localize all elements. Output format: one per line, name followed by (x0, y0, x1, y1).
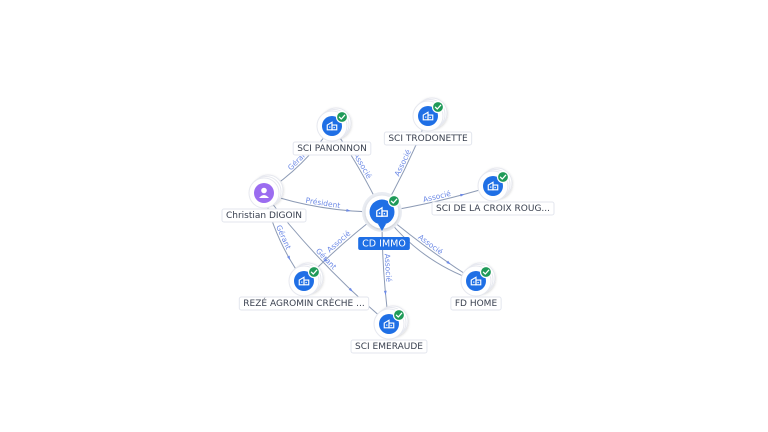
node-fd[interactable]: FD HOME (450, 262, 502, 311)
building-icon (383, 319, 395, 329)
verified-check-icon (387, 194, 401, 208)
center-label-text: CD IMMO (362, 239, 406, 250)
center-label: CD IMMO (358, 237, 410, 250)
building-icon (422, 111, 434, 121)
verified-check-icon (479, 265, 493, 279)
node-label-text: FD HOME (455, 299, 498, 309)
verified-check-icon (431, 100, 445, 114)
verified-check-icon (392, 308, 406, 322)
verified-check-icon (496, 170, 510, 184)
person-icon (259, 187, 269, 198)
edge-label: Associé (393, 148, 414, 178)
edge-label: Associé (383, 253, 394, 282)
node-label-text: REZÉ AGROMIN CRÈCHE ... (243, 297, 364, 309)
verified-check-icon (335, 110, 349, 124)
edge-arrow (383, 290, 387, 296)
edge-arrow (348, 287, 353, 292)
pin-tip (378, 224, 386, 231)
node-label: FD HOME (450, 296, 502, 311)
node-label-text: SCI DE LA CROIX ROUG... (436, 204, 550, 214)
edge-label: Associé (325, 229, 352, 255)
edge-arrow (287, 255, 291, 261)
node-label-text: SCI EMERAUDE (355, 342, 423, 352)
node-label: REZÉ AGROMIN CRÈCHE ... (238, 296, 370, 311)
node-label: SCI PANONNON (292, 141, 372, 156)
node-label-text: SCI TRODONETTE (388, 134, 468, 144)
node-chris[interactable]: Christian DIGOIN (221, 174, 307, 223)
node-label: SCI TRODONETTE (383, 131, 473, 146)
node-cd-center[interactable]: CD IMMO (358, 192, 410, 250)
node-label-text: Christian DIGOIN (226, 211, 302, 221)
node-label: Christian DIGOIN (221, 208, 307, 223)
edge-label: Associé (352, 151, 374, 180)
node-croix[interactable]: SCI DE LA CROIX ROUG... (431, 167, 555, 216)
edge-label: Gérant (274, 224, 293, 251)
building-icon (298, 276, 310, 286)
building-icon (326, 121, 338, 131)
edge-arrow (322, 258, 328, 263)
node-label: SCI DE LA CROIX ROUG... (431, 201, 555, 216)
building-icon (470, 276, 482, 286)
building-icon (376, 206, 388, 217)
node-label-text: SCI PANONNON (297, 144, 367, 154)
nodes-layer: SCI PANONNON SCI TRODONETTE SCI DE LA CROI… (221, 97, 555, 354)
node-pan[interactable]: SCI PANONNON (292, 107, 372, 156)
building-icon (487, 181, 499, 191)
edge-arrow (346, 208, 351, 212)
node-eme[interactable]: SCI EMERAUDE (350, 305, 428, 354)
edge-label: Associé (416, 232, 444, 256)
node-reze[interactable]: REZÉ AGROMIN CRÈCHE ... (238, 262, 370, 311)
verified-check-icon (307, 265, 321, 279)
edge-arrow (460, 193, 465, 197)
node-label: SCI EMERAUDE (350, 339, 428, 354)
node-tro[interactable]: SCI TRODONETTE (383, 97, 473, 146)
edge-arrow (446, 260, 451, 265)
